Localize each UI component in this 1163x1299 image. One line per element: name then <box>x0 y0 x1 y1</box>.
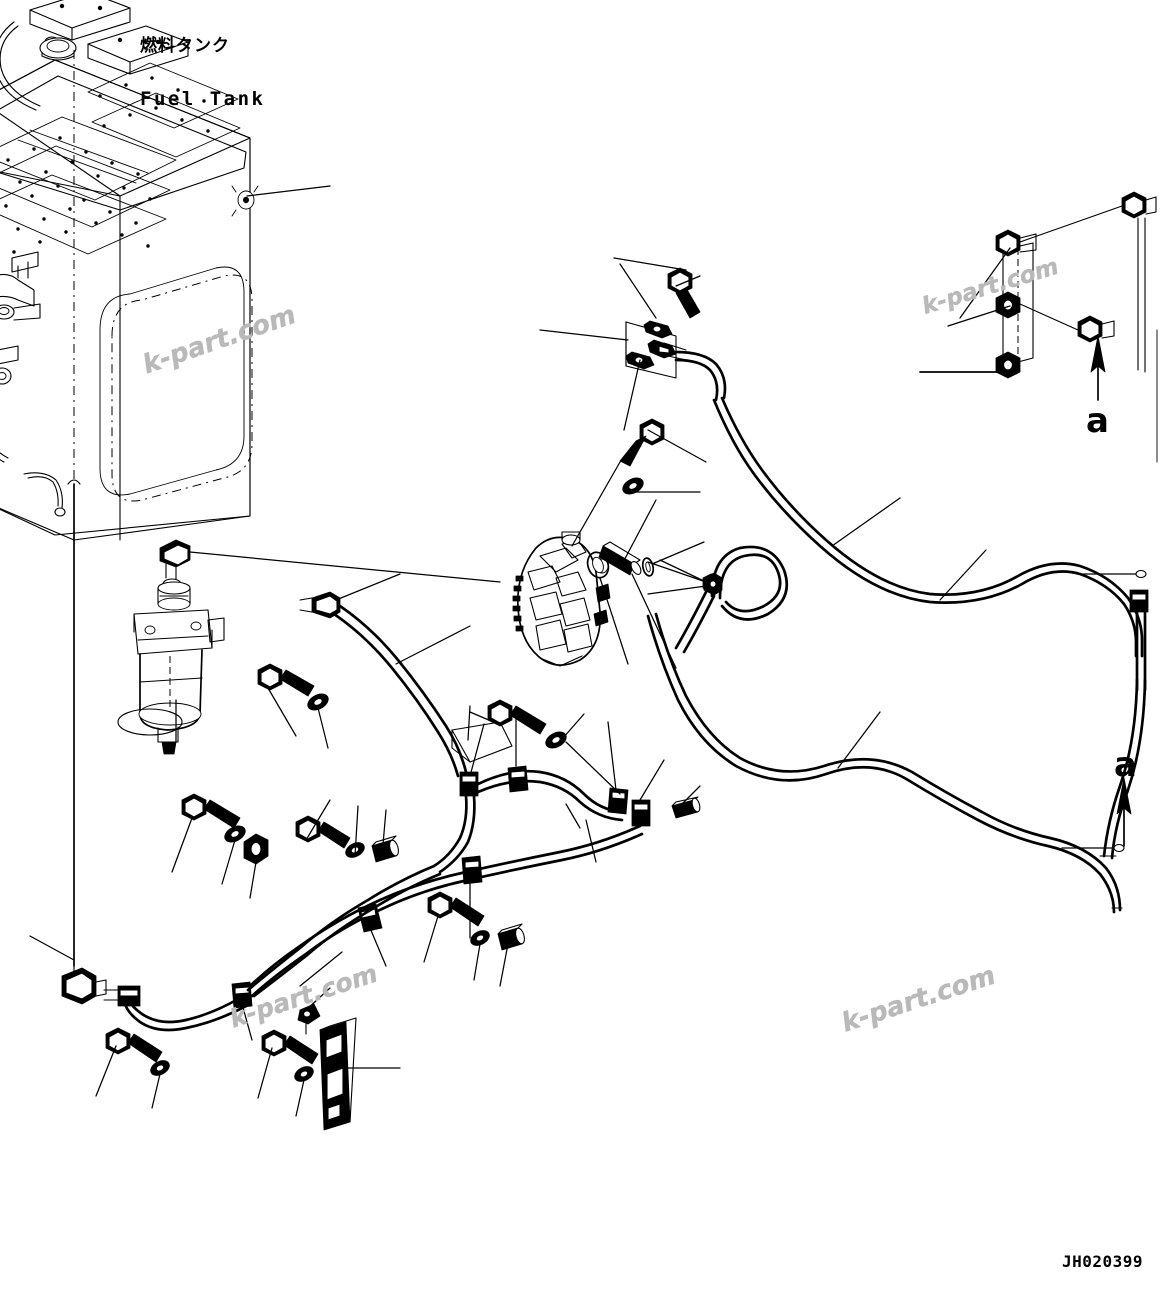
flat-washer <box>622 477 644 495</box>
hex-bolt <box>261 1029 319 1065</box>
fuel-hose-return <box>646 612 1123 914</box>
flat-washer <box>150 1060 170 1076</box>
section-ref-a-upper: a <box>1086 401 1109 441</box>
hardware-cluster-f <box>105 1027 170 1076</box>
title-japanese: 燃料タンク <box>140 35 230 56</box>
fuel-hose-supply <box>712 396 1149 692</box>
fuel-filter-water-separator <box>117 539 225 755</box>
hex-bolt <box>487 699 547 735</box>
hose-slack-loop <box>674 545 789 654</box>
fuel-hose-supply-tail <box>1099 678 1147 860</box>
fuel-hose-tank-drain <box>61 965 248 1032</box>
fuel-cooler-bracket <box>919 191 1157 379</box>
flat-washer <box>307 693 329 711</box>
hex-bolt <box>667 267 701 319</box>
hardware-cluster-g <box>261 1029 319 1082</box>
hardware-cluster-d <box>487 699 567 749</box>
hardware-cluster-c <box>295 815 399 863</box>
hex-bolt <box>619 418 665 467</box>
injection-pump <box>512 531 611 667</box>
spacer-sleeve <box>497 923 525 951</box>
flat-washer <box>294 1066 314 1082</box>
pump-upper-bracket <box>625 267 727 402</box>
leader-terminators <box>1113 569 1147 853</box>
hex-bolt <box>427 891 485 927</box>
hex-bolt <box>181 793 241 829</box>
hose-clamp-small <box>297 1003 321 1035</box>
clamp-bracket-plate <box>319 1017 357 1131</box>
section-ref-arrows <box>1090 335 1132 847</box>
flat-washer <box>224 825 246 843</box>
section-ref-a-lower: a <box>1114 745 1137 785</box>
fuel-hose-center-run <box>476 765 701 827</box>
hardware-cluster-b <box>181 793 269 865</box>
hex-bolt <box>257 663 315 697</box>
fuel-hose-lower-left-run <box>231 824 644 1009</box>
drawing-number: JH020399 <box>1061 1252 1143 1271</box>
leader-lines <box>29 185 1141 1117</box>
title-block: 燃料タンク Fuel Tank <box>140 2 265 144</box>
pump-bolt-cluster <box>619 418 665 495</box>
hex-bolt <box>295 815 351 849</box>
flat-washer <box>470 930 490 946</box>
tank-drain-line <box>67 479 81 967</box>
fuel-hose-filter-run <box>299 591 479 874</box>
hardware-cluster-a <box>257 663 329 711</box>
fuel-hose-lower-left-run2 <box>246 864 442 998</box>
hex-nut <box>243 833 269 865</box>
spacer-sleeve <box>371 835 399 863</box>
hardware-cluster-e <box>427 891 525 951</box>
flat-washer <box>545 731 567 749</box>
hex-bolt <box>105 1027 163 1063</box>
title-english: Fuel Tank <box>140 88 266 111</box>
